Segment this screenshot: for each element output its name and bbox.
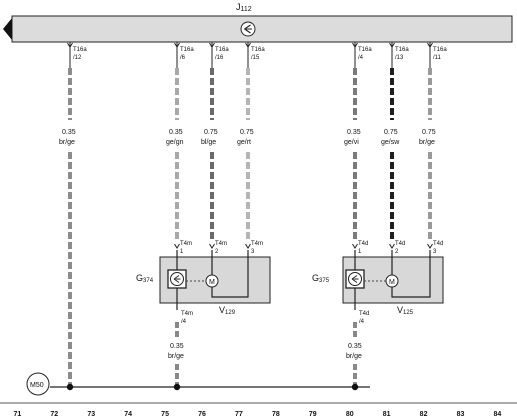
wire-color: ge/vi (344, 139, 359, 146)
component-g374-v129: M G374 V129 T4m /4 0.35 br/ge (136, 250, 271, 360)
end-pin-label: 3 (251, 249, 255, 255)
end-connector-label: T4d (358, 241, 368, 247)
wire-size: 0.35 (62, 129, 76, 136)
svg-text:0.35: 0.35 (170, 343, 184, 350)
wire-size: 0.75 (204, 129, 218, 136)
current-path-number: 72 (50, 411, 58, 418)
end-connector-label: T4d (433, 241, 443, 247)
wire-color: br/ge (59, 139, 75, 146)
pin-label: /6 (180, 55, 186, 61)
wire-size: 0.35 (347, 129, 361, 136)
end-connector-label: T4m (180, 241, 192, 247)
end-connector-label: T4m (215, 241, 227, 247)
current-path-number: 82 (420, 411, 428, 418)
connector-label: T16a (433, 47, 447, 53)
current-path-number: 80 (346, 411, 354, 418)
ground-m50: M50 (30, 382, 44, 389)
svg-text:J112: J112 (236, 2, 252, 13)
wire-color: ge/gn (166, 139, 184, 146)
end-pin-label: 3 (433, 249, 437, 255)
label-v129: V129 (219, 305, 236, 316)
current-path-number: 73 (87, 411, 95, 418)
current-path-number: 84 (494, 411, 502, 418)
current-path-number: 71 (13, 411, 21, 418)
pin-label: /16 (215, 55, 224, 61)
end-connector-label: T4d (395, 241, 405, 247)
current-path-number: 83 (457, 411, 465, 418)
svg-text:/4: /4 (181, 319, 187, 325)
wire-color: ge/rt (237, 139, 251, 146)
pin-label: /15 (251, 55, 260, 61)
end-pin-label: 1 (180, 249, 184, 255)
svg-text:br/ge: br/ge (346, 353, 362, 360)
current-path-number: 76 (198, 411, 206, 418)
end-connector-label: T4m (251, 241, 263, 247)
pin-label: /12 (73, 55, 82, 61)
wire-size: 0.75 (384, 129, 398, 136)
current-path-ruler: 71 72 73 74 75 76 77 78 79 80 81 82 83 84 (0, 402, 517, 418)
current-path-number: 79 (309, 411, 317, 418)
pin-label: /13 (395, 55, 404, 61)
current-path-number: 74 (124, 411, 132, 418)
current-path-number: 78 (272, 411, 280, 418)
connector-label: T16a (395, 47, 409, 53)
svg-text:/4: /4 (359, 319, 365, 325)
label-v125: V125 (397, 305, 414, 316)
wire-size: 0.35 (169, 129, 183, 136)
component-g375-v125: M G375 V125 T4d /4 0.35 br/ge (312, 250, 444, 360)
wire-size: 0.75 (240, 129, 254, 136)
svg-text:0.35: 0.35 (348, 343, 362, 350)
end-pin-label: 2 (215, 249, 219, 255)
wire-color: br/ge (419, 139, 435, 146)
wire-color: ge/sw (381, 139, 400, 146)
end-pin-label: 2 (395, 249, 399, 255)
current-path-number: 75 (161, 411, 169, 418)
wire-layer: T16a/120.35br/geT16a/60.35ge/gnT4m1T16a/… (59, 42, 447, 386)
svg-text:T4d: T4d (359, 311, 369, 317)
end-pin-label: 1 (358, 249, 362, 255)
control-unit-j112: J112 (3, 2, 513, 43)
ground-bus: M50 (26, 372, 370, 396)
svg-text:M: M (209, 279, 215, 286)
wire-color: bl/ge (201, 139, 216, 146)
label-g374: G374 (136, 273, 154, 284)
pin-label: /11 (433, 55, 442, 61)
label-g375: G375 (312, 273, 330, 284)
connector-label: T16a (180, 47, 194, 53)
wire-size: 0.75 (422, 129, 436, 136)
connector-label: T16a (73, 47, 87, 53)
svg-text:br/ge: br/ge (168, 353, 184, 360)
svg-text:T4m: T4m (181, 311, 193, 317)
connector-label: T16a (215, 47, 229, 53)
wire-w72: T16a/12 0.35 br/ge (59, 42, 87, 386)
current-path-number: 77 (235, 411, 243, 418)
pin-label: /4 (358, 55, 364, 61)
lower-wire-segments (175, 322, 357, 386)
svg-text:M: M (389, 279, 395, 286)
connector-label: T16a (251, 47, 265, 53)
current-path-number: 81 (383, 411, 391, 418)
connector-label: T16a (358, 47, 372, 53)
